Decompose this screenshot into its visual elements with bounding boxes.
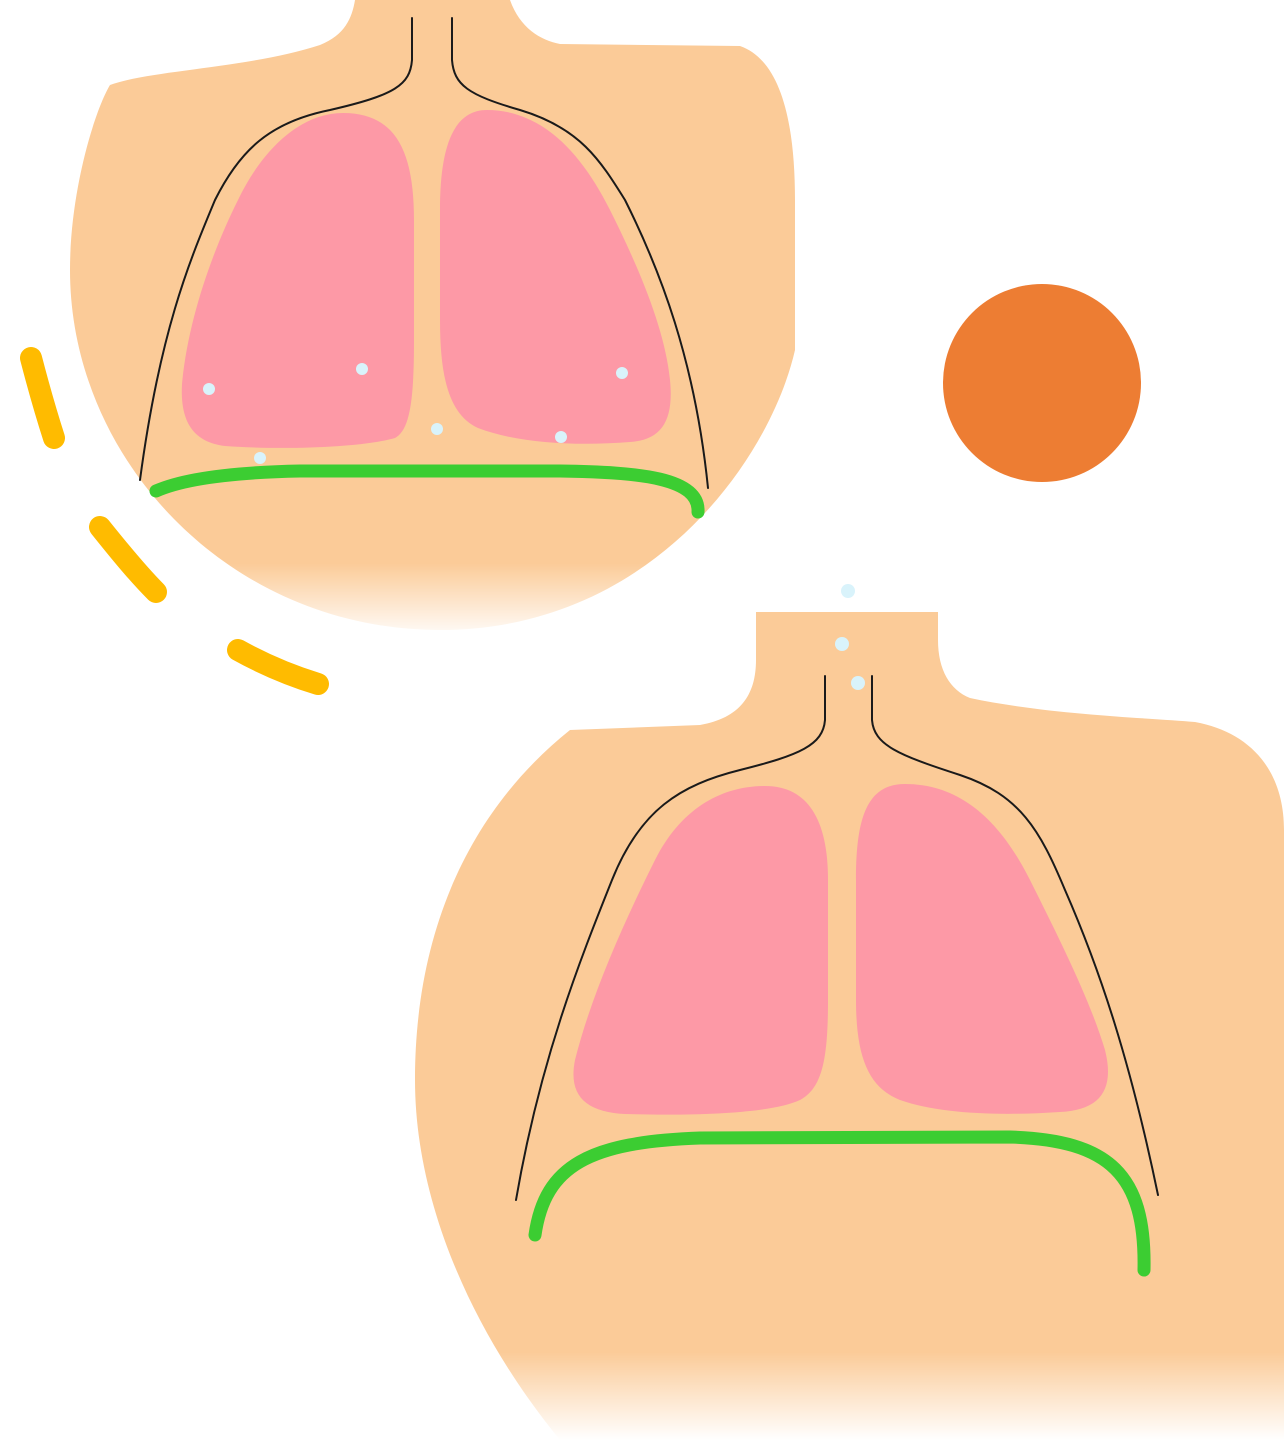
torso-body (415, 612, 1284, 1440)
torso-body (70, 0, 795, 630)
accent-dot-icon (943, 284, 1141, 482)
arc-dash (100, 527, 156, 592)
air-particle (851, 676, 865, 690)
air-particle (431, 423, 443, 435)
air-particle (841, 584, 855, 598)
arc-dash (238, 650, 318, 684)
air-particle (616, 367, 628, 379)
air-particle (356, 363, 368, 375)
arc-dash (31, 358, 54, 438)
air-particle (254, 452, 266, 464)
air-particle (835, 637, 849, 651)
air-particle (203, 383, 215, 395)
torso-panel-inhale (415, 612, 1284, 1440)
torso-panel-exhale (70, 0, 795, 630)
air-particle (555, 431, 567, 443)
